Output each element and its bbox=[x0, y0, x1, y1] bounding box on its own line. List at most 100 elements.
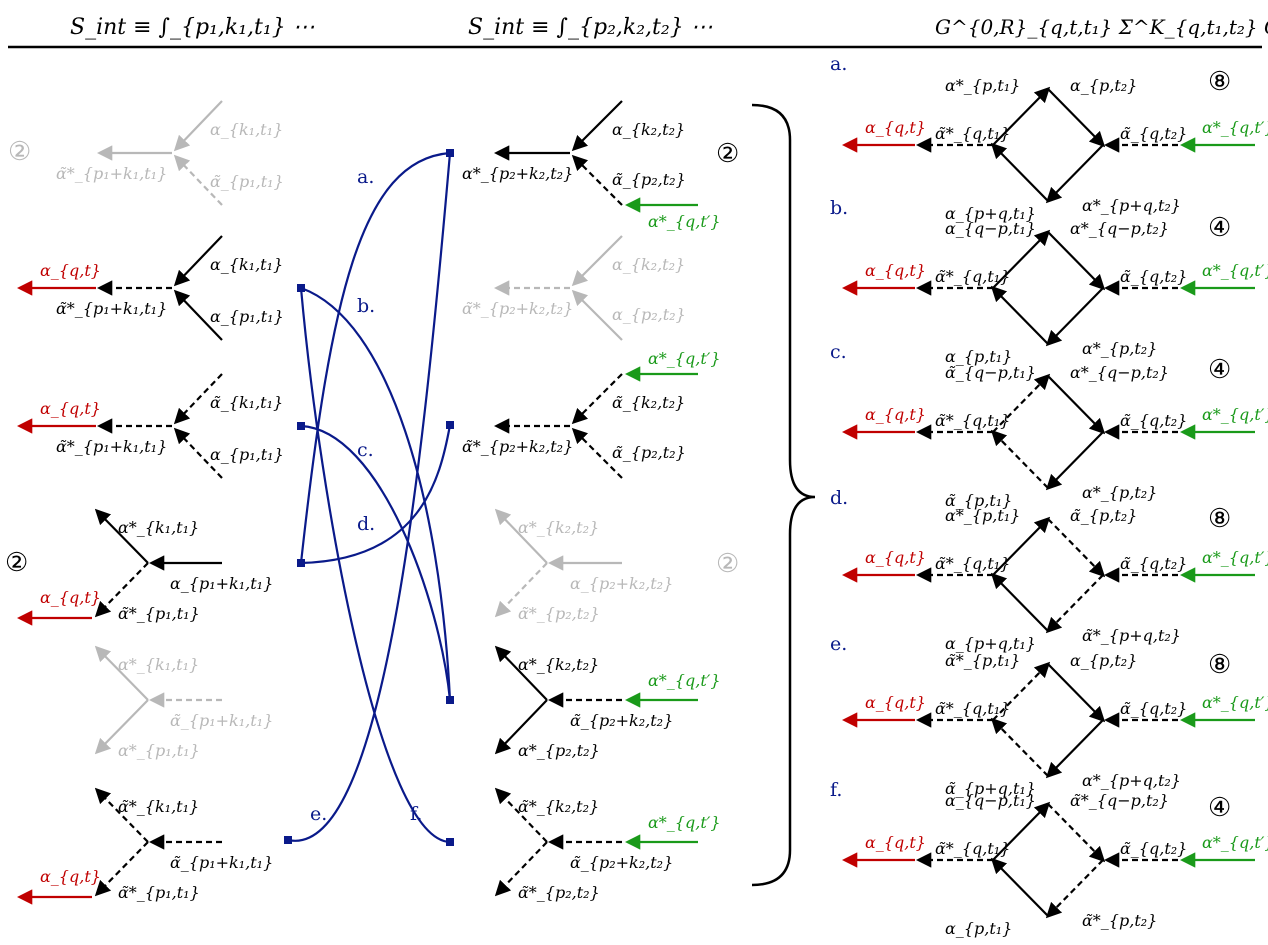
outgoing-label: α*_{p₂+k₂,t₂} bbox=[462, 164, 573, 183]
outgoing-line bbox=[494, 787, 548, 843]
count-left-v4: ② bbox=[5, 548, 28, 578]
outgoing-label: α̃*_{p₁+k₁,t₁} bbox=[56, 299, 167, 318]
endpoint-square bbox=[297, 284, 305, 292]
endpoint-square bbox=[446, 696, 454, 704]
diamond-edge bbox=[1047, 518, 1106, 578]
diamond-edge bbox=[990, 857, 1049, 917]
self-energy-diagram-d: d.α_{q,t}α*_{q,t′}α̃*_{q,t₁}α̃_{q,t₂}α*_… bbox=[830, 487, 1268, 653]
middle-vertex-1: α_{k₂,t₂}α̃_{p₂,t₂}α*_{p₂+k₂,t₂}α*_{q,t′… bbox=[462, 100, 721, 231]
top-right-label: α̃_{p,t₂} bbox=[1070, 506, 1137, 525]
endpoint-square bbox=[297, 422, 305, 430]
external-label: α*_{q,t′} bbox=[648, 813, 721, 832]
outgoing-label-upper: α*_{k₁,t₁} bbox=[118, 518, 199, 537]
external-label: α_{q,t} bbox=[40, 261, 101, 280]
outgoing-label-lower: α̃*_{p₂,t₂} bbox=[518, 883, 600, 902]
self-energy-diagram-c: c.α_{q,t}α*_{q,t′}α̃*_{q,t₁}α̃_{q,t₂}α̃_… bbox=[830, 341, 1268, 510]
diagram-letter: b. bbox=[830, 197, 848, 219]
count-diagram-f: ④ bbox=[1208, 793, 1231, 823]
connection-endpoints bbox=[284, 149, 454, 846]
outgoing-label: α̃*_{p₂+k₂,t₂} bbox=[462, 299, 573, 318]
top-right-label: α*_{q−p,t₂} bbox=[1070, 363, 1169, 382]
outgoing-label-lower: α*_{p₁,t₁} bbox=[118, 741, 200, 760]
right-vertex-label: α̃_{q,t₂} bbox=[1120, 411, 1187, 430]
diamond-edge bbox=[1047, 231, 1106, 291]
external-label: α_{q,t} bbox=[865, 693, 926, 712]
diamond-edge bbox=[990, 142, 1049, 202]
diagram-letter: d. bbox=[830, 487, 848, 509]
connection-label-d: d. bbox=[357, 513, 375, 535]
middle-vertex-4: α*_{k₂,t₂}α_{p₂+k₂,t₂}α̃*_{p₂,t₂} bbox=[494, 508, 673, 623]
diagram-letter: f. bbox=[830, 779, 842, 801]
bottom-left-label: α_{p,t₁} bbox=[945, 919, 1012, 938]
incoming-label-upper: α_{k₁,t₁} bbox=[210, 120, 283, 139]
top-left-label: α̃_{q−p,t₁} bbox=[945, 363, 1036, 382]
header-col1: S_int ≡ ∫_{p₁,k₁,t₁} ⋯ bbox=[70, 15, 315, 40]
bottom-left-label: α_{p,t₁} bbox=[945, 347, 1012, 366]
external-label: α_{q,t} bbox=[40, 588, 101, 607]
top-right-label: α*_{q−p,t₂} bbox=[1070, 219, 1169, 238]
header-col3: G^{0,R}_{q,t,t₁} Σ^K_{q,t₁,t₂} G^{0,A}_{… bbox=[935, 15, 1268, 39]
incoming-label-upper: α_{k₂,t₂} bbox=[612, 120, 685, 139]
top-left-label: α*_{p,t₁} bbox=[945, 506, 1020, 525]
external-label: α*_{q,t′} bbox=[1202, 405, 1268, 424]
outgoing-line bbox=[94, 645, 149, 701]
diamond-edge bbox=[1045, 719, 1104, 779]
incoming-label-lower: α̃_{p₁,t₁} bbox=[210, 172, 284, 191]
diamond-edge bbox=[1045, 144, 1104, 204]
top-left-label: α*_{p,t₁} bbox=[945, 76, 1020, 95]
outgoing-label: α̃*_{p₁+k₁,t₁} bbox=[56, 164, 167, 183]
outgoing-label-upper: α*_{k₂,t₂} bbox=[518, 518, 599, 537]
external-label: α_{q,t} bbox=[40, 399, 101, 418]
connection-d-curve bbox=[300, 424, 452, 565]
outgoing-label-lower: α̃*_{p₂,t₂} bbox=[518, 604, 600, 623]
endpoint-square bbox=[446, 838, 454, 846]
incoming-label-upper: α_{k₁,t₁} bbox=[210, 255, 283, 274]
middle-vertex-column: α_{k₂,t₂} α̃_{p₂,t₂} α*_{p₂+k₂,t₂} α*_{q,t′… bbox=[462, 100, 721, 902]
left-vertex-label: α̃*_{q,t₁} bbox=[935, 124, 1010, 143]
count-left-v1: ② bbox=[8, 137, 31, 167]
outgoing-label-upper: α*_{k₁,t₁} bbox=[118, 655, 199, 674]
connection-label-a: a. bbox=[357, 166, 374, 188]
left-vertex-3: α̃_{k₁,t₁}α_{p₁,t₁}α̃*_{p₁+k₁,t₁}α_{q,t} bbox=[16, 373, 284, 479]
diamond-edge bbox=[990, 572, 1049, 632]
outgoing-label-lower: α̃*_{p₁,t₁} bbox=[118, 604, 200, 623]
connection-a-curve bbox=[299, 151, 451, 564]
bottom-left-label: α̃_{p,t₁} bbox=[945, 491, 1012, 510]
outgoing-line bbox=[94, 562, 149, 618]
incoming-line bbox=[173, 154, 223, 206]
top-left-label: α_{q−p,t₁} bbox=[945, 791, 1036, 810]
outgoing-line bbox=[494, 645, 548, 701]
outgoing-label-lower: α̃*_{p₁,t₁} bbox=[118, 883, 200, 902]
incoming-label-lower: α̃_{p₂,t₂} bbox=[612, 170, 686, 189]
outgoing-line bbox=[94, 841, 149, 897]
right-vertex-label: α̃_{q,t₂} bbox=[1120, 267, 1187, 286]
connection-f-curve bbox=[299, 287, 451, 844]
count-mid-v1: ② bbox=[716, 139, 739, 169]
diamond-edge bbox=[1047, 375, 1106, 435]
right-vertex-label: α̃_{q,t₂} bbox=[1120, 699, 1187, 718]
incoming-line bbox=[173, 235, 223, 287]
count-diagram-b: ④ bbox=[1208, 213, 1231, 243]
incoming-line bbox=[173, 373, 223, 425]
endpoint-square bbox=[284, 836, 292, 844]
outgoing-label-upper: α̃*_{k₁,t₁} bbox=[118, 797, 199, 816]
diamond-edge bbox=[992, 661, 1051, 721]
connection-b-curve bbox=[300, 286, 452, 701]
incoming-label-lower: α̃_{p₂,t₂} bbox=[612, 443, 686, 462]
diagram-letter: a. bbox=[830, 53, 847, 75]
diamond-edge bbox=[992, 373, 1051, 433]
incoming-label: α̃_{p₁+k₁,t₁} bbox=[170, 711, 273, 730]
left-vertex-2: α_{k₁,t₁}α_{p₁,t₁}α̃*_{p₁+k₁,t₁}α_{q,t} bbox=[16, 235, 284, 341]
count-diagram-d: ⑧ bbox=[1208, 504, 1231, 534]
endpoint-square bbox=[446, 149, 454, 157]
count-mid-v4: ② bbox=[716, 549, 739, 579]
bottom-right-label: α*_{p+q,t₂} bbox=[1082, 771, 1181, 790]
diamond-edge bbox=[992, 801, 1051, 861]
connection-labels: a. b. c. d. e. f. bbox=[310, 166, 422, 825]
incoming-line bbox=[571, 235, 623, 287]
external-label: α*_{q,t′} bbox=[648, 671, 721, 690]
outgoing-line bbox=[494, 562, 548, 618]
diamond-edge bbox=[1045, 574, 1104, 634]
external-label: α_{q,t} bbox=[865, 548, 926, 567]
